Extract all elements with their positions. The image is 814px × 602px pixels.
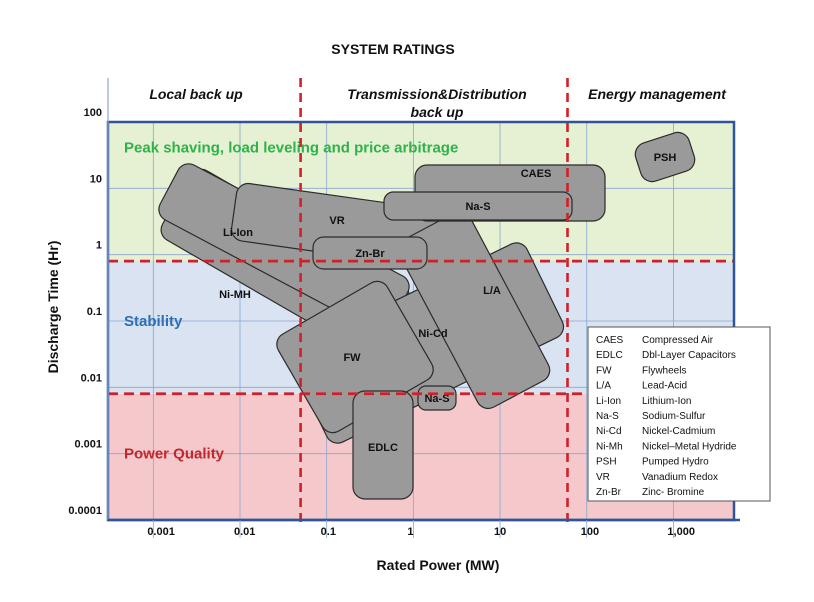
legend-abbr-zn-br: Zn-Br — [596, 487, 622, 498]
y-tick-label-0-0001: 0.0001 — [68, 505, 102, 517]
legend-abbr-caes: CAES — [596, 335, 624, 346]
tech-label-li-ion: Li-Ion — [223, 227, 253, 239]
x-tick-label-1: 1 — [407, 526, 413, 538]
legend-abbr-edlc: EDLC — [596, 350, 623, 361]
band-label-power-quality: Power Quality — [124, 446, 225, 463]
y-tick-label-1: 1 — [96, 240, 102, 252]
legend-abbr-li-ion: Li-Ion — [596, 396, 621, 407]
y-tick-label-0-1: 0.1 — [87, 306, 102, 318]
legend-name-pumped-hydro: Pumped Hydro — [642, 457, 709, 468]
legend-abbr-ni-cd: Ni-Cd — [596, 426, 622, 437]
tech-shape-group-edlc-11 — [352, 390, 414, 500]
legend-box — [587, 326, 771, 502]
tech-shape-psh — [634, 131, 696, 183]
legend-name-zinc-bromine: Zinc- Bromine — [642, 487, 705, 498]
tech-shape-group-na-s-2 — [383, 191, 573, 221]
legend-name-nickel-cadmium: Nickel-Cadmium — [642, 426, 715, 437]
band-label-stability: Stability — [124, 313, 183, 330]
x-tick-label-10: 10 — [494, 526, 506, 538]
legend-abbr-ni-mh: Ni-Mh — [596, 441, 623, 452]
legend-abbr-l-a: L/A — [596, 381, 611, 392]
region-labels: Local back up Transmission&Distribution ba… — [149, 86, 727, 120]
x-tick-label-0-001: 0.001 — [147, 526, 175, 538]
legend-abbr-psh: PSH — [596, 457, 617, 468]
x-tick-label-1-000: 1,000 — [667, 526, 695, 538]
tech-label-vr: VR — [329, 215, 344, 227]
legend-name-compressed-air: Compressed Air — [642, 335, 714, 346]
region-dividers — [108, 78, 734, 528]
x-tick-label-0-01: 0.01 — [234, 526, 255, 538]
region-label-transmission-distribution-back-up-line-0: Transmission&Distribution — [347, 86, 526, 102]
tech-label-ni-cd: Ni-Cd — [418, 328, 447, 340]
legend-name-sodium-sulfur: Sodium-Sulfur — [642, 411, 706, 422]
legend-abbr-na-s: Na-S — [596, 411, 619, 422]
tech-shape-na-s — [383, 191, 573, 221]
tech-label-psh: PSH — [654, 152, 677, 164]
legend-name-lead-acid: Lead-Acid — [642, 381, 687, 392]
tech-label-fw: FW — [343, 352, 361, 364]
y-tick-label-100: 100 — [84, 107, 102, 119]
tech-shape-group-na-s-10 — [417, 385, 457, 411]
legend-abbr-fw: FW — [596, 365, 612, 376]
band-labels: Peak shaving, load leveling and price ar… — [124, 139, 458, 462]
tech-label-l-a: L/A — [483, 285, 501, 297]
tech-label-ni-mh: Ni-MH — [219, 289, 251, 301]
tech-label-edlc: EDLC — [368, 442, 398, 454]
x-tick-label-0-1: 0.1 — [321, 526, 336, 538]
chart-title: SYSTEM RATINGS — [331, 41, 454, 57]
legend-name-nickel-metal-hydride: Nickel–Metal Hydride — [642, 441, 737, 452]
tech-label-na-s: Na-S — [424, 393, 449, 405]
y-tick-label-10: 10 — [90, 173, 102, 185]
axes: 0.001 0.01 0.1 1 10 100 1,000 0.0001 0.001 0.01 0.… — [68, 78, 740, 538]
y-tick-label-0-001: 0.001 — [74, 439, 102, 451]
x-tick-label-100: 100 — [581, 526, 599, 538]
tech-label-zn-br: Zn-Br — [355, 248, 385, 260]
region-label-transmission-distribution-back-up-line-1: back up — [411, 104, 464, 120]
tech-shape-group-psh-0 — [634, 131, 696, 183]
tech-shape-na-s — [417, 385, 457, 411]
tech-label-na-s: Na-S — [465, 201, 490, 213]
tech-shape-edlc — [352, 390, 414, 500]
x-axis-title: Rated Power (MW) — [377, 557, 500, 573]
legend-name-vanadium-redox: Vanadium Redox — [642, 472, 718, 483]
y-tick-label-0-01: 0.01 — [81, 372, 102, 384]
legend-name-lithium-ion: Lithium-Ion — [642, 396, 691, 407]
region-label-local-back-up-line-0: Local back up — [149, 86, 243, 102]
band-label-peak-shaving-load-leveling-and-price-arbitrage: Peak shaving, load leveling and price ar… — [124, 139, 458, 156]
region-label-energy-management-line-0: Energy management — [588, 86, 727, 102]
y-axis-title: Discharge Time (Hr) — [45, 241, 61, 374]
tech-label-caes: CAES — [521, 168, 552, 180]
legend-name-dbl-layer-capacitors: Dbl-Layer Capacitors — [642, 350, 736, 361]
legend-abbr-vr: VR — [596, 472, 610, 483]
legend-name-flywheels: Flywheels — [642, 365, 686, 376]
